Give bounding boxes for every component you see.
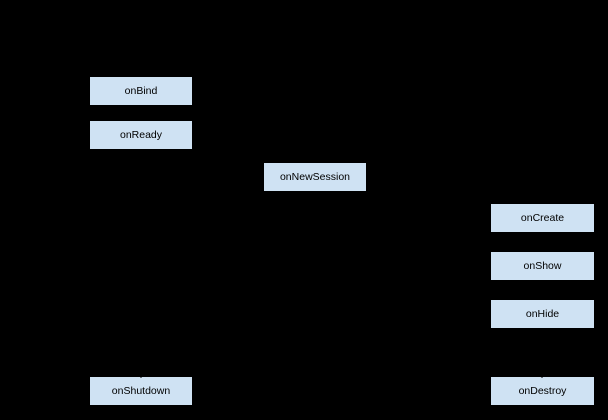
node-onshow: onShow [490, 251, 595, 281]
node-onbind: onBind [89, 76, 193, 106]
node-onshutdown: onShutdown [89, 376, 193, 406]
node-onready: onReady [89, 120, 193, 150]
arrowhead-icon [539, 375, 545, 378]
node-oncreate: onCreate [490, 203, 595, 233]
node-onhide: onHide [490, 299, 595, 329]
node-ondestroy: onDestroy [490, 376, 595, 406]
node-onnewsession: onNewSession [263, 162, 367, 192]
arrowhead-icon [138, 375, 144, 378]
